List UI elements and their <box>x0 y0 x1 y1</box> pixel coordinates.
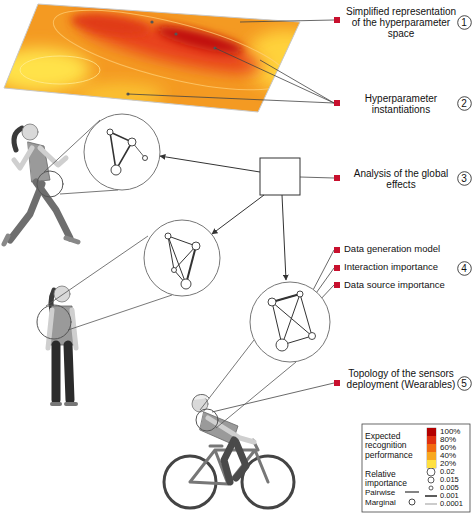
callout-circle-outline <box>457 15 471 29</box>
callout-circle-outline <box>457 96 471 110</box>
callout-number: 2 <box>457 96 472 111</box>
instantiation-dots <box>126 20 216 95</box>
runner-figure <box>4 124 78 244</box>
leader-lines <box>128 20 334 412</box>
legend-label: 0.001 <box>440 492 470 500</box>
callout-label: Data source importance <box>344 280 458 290</box>
callout-number-text: 1 <box>457 17 472 28</box>
callout-circle-outline <box>457 376 471 390</box>
legend-text: Marginal <box>365 499 396 507</box>
legend-text: 80% <box>440 436 456 444</box>
callout-circle-outline <box>457 261 471 275</box>
callout-number: 3 <box>457 171 472 186</box>
callout-label: Simplified representation of the hyperpa… <box>344 6 458 39</box>
callout-number: 4 <box>457 261 472 276</box>
callout-label: Data generation model <box>344 244 458 254</box>
callout-number-text: 2 <box>457 98 472 109</box>
callout-label: Topology of the sensors deployment (Wear… <box>344 368 458 390</box>
callout-number: 5 <box>457 376 472 391</box>
legend-swatch <box>427 428 436 436</box>
network-circles <box>84 114 330 362</box>
callout-label: Interaction importance <box>344 262 458 272</box>
callout-label: Analysis of the global effects <box>344 168 458 190</box>
legend-text: Pairwise <box>365 489 395 497</box>
analysis-box <box>260 158 300 195</box>
legend-text: 40% <box>440 452 456 460</box>
callout-label: Hyperparameter instantiations <box>344 93 458 115</box>
legend-line-sample <box>404 488 420 496</box>
cyclist-figure <box>164 394 294 508</box>
legend-swatch <box>427 452 436 460</box>
zoom-lines <box>44 120 296 428</box>
legend-text: 60% <box>440 444 456 452</box>
legend-line <box>405 491 419 492</box>
callout-number-text: 5 <box>457 378 472 389</box>
legend-label: 0.015 <box>440 476 470 484</box>
legend-label: Relative importance <box>365 470 421 489</box>
legend-circle <box>409 499 415 505</box>
legend-swatch <box>427 460 436 468</box>
callout-number: 1 <box>457 15 472 30</box>
callout-number-text: 4 <box>457 263 472 274</box>
legend-label: 0.0001 <box>440 500 470 508</box>
legend-label: 0.02 <box>440 468 470 476</box>
legend-node-sample <box>404 498 420 506</box>
legend-frame <box>362 424 470 512</box>
legend-colorbar <box>427 428 436 468</box>
legend-size-circles <box>425 468 437 504</box>
callout-markers <box>334 17 340 386</box>
legend-swatch <box>427 444 436 452</box>
callout-circle-outline <box>457 171 471 185</box>
hyperparameter-heatmap <box>0 0 325 120</box>
legend-text: 20% <box>440 460 456 468</box>
legend-swatch <box>427 436 436 444</box>
standing-figure <box>37 286 76 404</box>
callout-number-text: 3 <box>457 173 472 184</box>
legend-label: 0.005 <box>440 484 470 492</box>
legend-text: 100% <box>440 428 460 436</box>
legend-label: Expected recognition performance <box>365 432 425 460</box>
